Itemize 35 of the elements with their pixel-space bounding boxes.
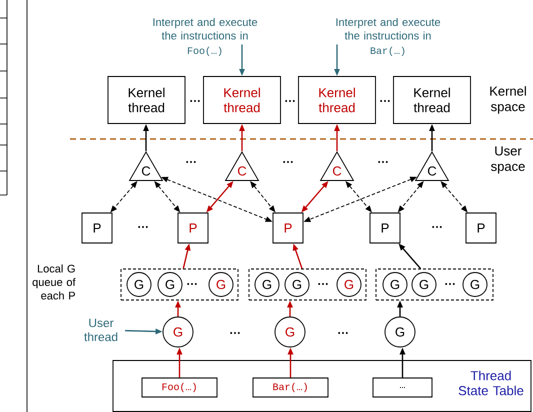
p-box: P xyxy=(370,212,400,244)
ellipsis: … xyxy=(338,332,348,334)
ellipsis: … xyxy=(432,226,442,228)
table-entry-box: Foo(…) xyxy=(142,378,218,398)
kernel-thread-box: Kernel thread xyxy=(393,76,471,124)
p-box: P xyxy=(178,212,208,244)
kernel-thread-box: Kernel thread xyxy=(203,76,281,124)
ellipsis: … xyxy=(445,283,455,285)
queue-box xyxy=(376,268,494,300)
ellipsis: … xyxy=(138,226,148,228)
ellipsis: … xyxy=(318,283,328,285)
ellipsis: … xyxy=(190,100,200,102)
side-label: Local G queue of each P xyxy=(32,264,76,300)
ellipsis: … xyxy=(285,100,295,102)
queue-box xyxy=(248,268,366,300)
ellipsis: … xyxy=(378,161,388,163)
ellipsis: … xyxy=(380,100,390,102)
region-label: User space xyxy=(491,146,525,174)
annotation-text: Interpret and execute the instructions in Foo(…) xyxy=(153,18,258,56)
p-box: P xyxy=(466,212,496,244)
p-box: P xyxy=(272,212,304,244)
arrow xyxy=(250,181,276,212)
ellipsis: … xyxy=(187,283,197,285)
ellipsis: … xyxy=(230,332,240,334)
region-label: Kernel space xyxy=(490,86,526,114)
ellipsis: … xyxy=(283,161,293,163)
annotation-text: Interpret and execute the instructions in Bar(…) xyxy=(336,18,440,56)
table-entry-box: … xyxy=(372,378,432,398)
kernel-thread-box: Kernel thread xyxy=(298,76,376,124)
p-box: P xyxy=(82,212,112,244)
kernel-thread-box: Kernel thread xyxy=(108,76,186,124)
table-entry-box: Bar(…) xyxy=(252,378,328,398)
ellipsis: … xyxy=(186,161,196,163)
queue-box xyxy=(120,268,238,300)
annotation-text: User thread xyxy=(84,318,118,342)
